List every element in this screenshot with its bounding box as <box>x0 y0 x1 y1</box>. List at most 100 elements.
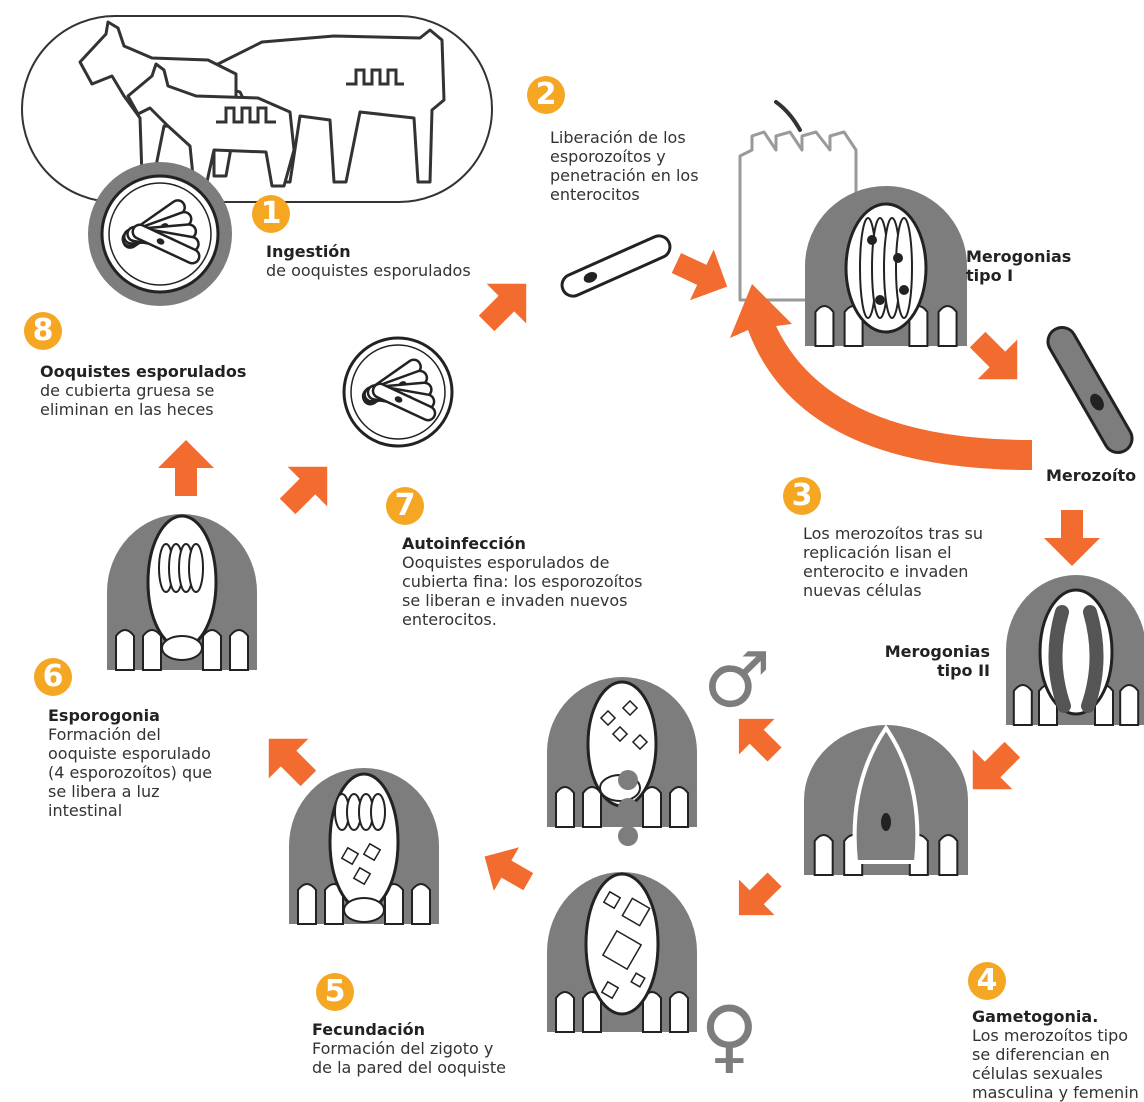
sporozoite-body <box>131 223 201 265</box>
arrow-icon <box>671 249 728 301</box>
arrow-shape <box>738 718 782 762</box>
arrow-icon <box>738 872 782 916</box>
villus-icon <box>229 629 249 671</box>
step-1-line: de ooquistes esporulados <box>266 261 471 280</box>
villus-icon <box>669 991 689 1033</box>
step-7-line: enterocitos. <box>402 610 497 629</box>
oocyst-inner <box>350 344 446 440</box>
nucleus-dot <box>875 295 885 305</box>
merogonias-2-label: Merogonias tipo II <box>850 642 990 680</box>
arrow-icon <box>478 283 527 332</box>
oocyst-inner <box>108 182 212 286</box>
step-4-line: Los merozoítos tipo <box>972 1026 1129 1045</box>
step-3-badge: 3 <box>783 477 821 515</box>
step-3-line: replicación lisan el <box>803 543 952 562</box>
merogonias-1-line: Merogonias <box>966 247 1072 266</box>
sporozoite-nucleus <box>156 238 165 245</box>
step-6-badge: 6 <box>34 658 72 696</box>
step-6-line: se libera a luz <box>48 782 160 801</box>
step-6-line: intestinal <box>48 801 123 820</box>
return-arrow-icon <box>730 284 1032 470</box>
nucleus-dot <box>881 813 891 831</box>
step-7-text: Autoinfección Ooquistes esporulados de c… <box>402 534 642 629</box>
step-4-line: masculina y femenin <box>972 1083 1139 1102</box>
step-6-line: Formación del <box>48 725 161 744</box>
villus-icon <box>555 991 575 1033</box>
arrow-icon <box>158 440 214 496</box>
entering-sporozoite-icon <box>774 100 802 132</box>
step-6-line: ooquiste esporulado <box>48 744 211 763</box>
arrow-icon <box>738 718 782 762</box>
step-6-title: Esporogonia <box>48 706 160 725</box>
step-7-line: se liberan e invaden nuevos <box>402 591 628 610</box>
step-6-line: (4 esporozoítos) que <box>48 763 213 782</box>
step-3-text: Los merozoítos tras su replicación lisan… <box>803 524 983 600</box>
step-1-badge: 1 <box>252 195 290 233</box>
granule-icon <box>362 842 382 862</box>
sporozoite-icon <box>371 382 437 422</box>
granule-icon <box>340 846 360 866</box>
step-4-text: Gametogonia. Los merozoítos tipo se dife… <box>972 1007 1139 1102</box>
step-7-badge: 7 <box>386 487 424 525</box>
macrogamont-cell <box>547 872 697 1033</box>
granule-icon <box>630 972 646 988</box>
step-8-text: Ooquistes esporulados de cubierta gruesa… <box>40 362 246 419</box>
villus-icon <box>582 786 602 828</box>
villus-icon <box>555 786 575 828</box>
step-5-title: Fecundación <box>312 1020 425 1039</box>
granule-icon <box>601 929 643 971</box>
gamete-dot <box>618 826 638 846</box>
step-6-text: Esporogonia Formación del ooquiste espor… <box>48 706 212 820</box>
step-1-text: Ingestión de ooquistes esporulados <box>266 242 471 280</box>
villus-icon <box>937 305 958 347</box>
arrow-icon <box>969 331 1018 380</box>
granule-icon <box>599 709 617 727</box>
sporozoite-body <box>371 382 437 422</box>
intestine-icon <box>346 68 404 86</box>
arrow-icon <box>279 466 328 515</box>
sporozoite-nucleus <box>394 396 403 403</box>
gamete-dot <box>618 798 638 818</box>
merozoite-icon <box>1046 326 1134 454</box>
villus-icon <box>411 883 431 925</box>
gametocyte-cell <box>804 724 968 876</box>
arrow-icon <box>972 741 1021 790</box>
granule-icon <box>631 733 649 751</box>
step-3-line: Los merozoítos tras su <box>803 524 983 543</box>
villus-icon <box>1012 684 1033 726</box>
arrow-shape <box>279 466 328 515</box>
step-4-line: se diferencian en <box>972 1045 1110 1064</box>
step-5-line: Formación del zigoto y <box>312 1039 494 1058</box>
villus-icon <box>642 786 662 828</box>
ingested-oocyst-icon <box>88 162 232 306</box>
step-5-badge: 5 <box>316 973 354 1011</box>
villus-icon <box>669 786 689 828</box>
step-3-line: enterocito e invaden <box>803 562 969 581</box>
villus-icon <box>202 629 222 671</box>
granule-icon <box>602 890 622 910</box>
villus-icon <box>142 629 162 671</box>
microgamont-cell <box>547 677 697 828</box>
nucleus-dot <box>893 253 903 263</box>
merozoite-icon <box>1048 605 1071 713</box>
goat-icon <box>126 62 296 188</box>
zygote-cell <box>289 768 439 925</box>
granule-icon <box>621 897 651 927</box>
merozoite-icon <box>1081 605 1104 713</box>
step-7-line: Ooquistes esporulados de <box>402 553 610 572</box>
step-4-title: Gametogonia. <box>972 1007 1099 1026</box>
step-2-line: esporozoítos y <box>550 147 666 166</box>
step-3-line: nuevas células <box>803 581 922 600</box>
free-sporozoite-icon <box>560 234 672 298</box>
step-5-line: de la pared del ooquiste <box>312 1058 506 1077</box>
merogonias-2-line: Merogonias <box>884 642 990 661</box>
granule-icon <box>611 725 629 743</box>
step-2-text: Liberación de los esporozoítos y penetra… <box>550 128 699 204</box>
gametocyte-body <box>852 724 920 864</box>
gamete-dot <box>618 770 638 790</box>
granule-icon <box>621 699 639 717</box>
step-4-badge: 4 <box>968 962 1006 1000</box>
sporozoite-icon <box>370 793 386 831</box>
female-symbol-icon: ♀ <box>700 989 759 1082</box>
